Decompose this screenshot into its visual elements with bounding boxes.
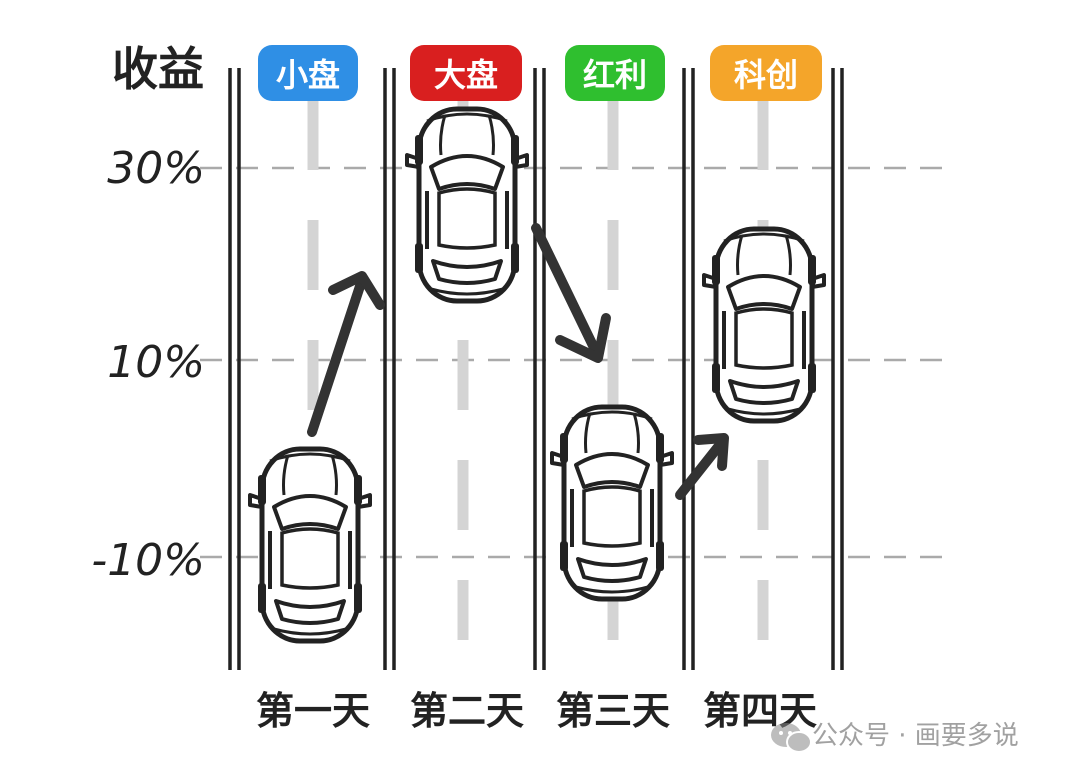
lane-tag-dividend-bg	[565, 45, 665, 101]
lane-borders	[228, 68, 844, 670]
watermark: 公众号 · 画要多说	[771, 721, 1019, 753]
lane-tag-small-cap: 小盘	[258, 45, 358, 101]
tick-label-10: 10%	[107, 337, 205, 388]
lane-tag-star-market-label: 科创	[734, 56, 798, 94]
car-icon-day-1	[250, 449, 370, 641]
y-axis-title: 收益	[112, 42, 204, 96]
arrow-up-icon-day-1-to-2	[307, 271, 385, 437]
arrow-up-icon-day-3-to-4	[675, 433, 729, 500]
car-icon-day-4	[704, 229, 824, 421]
watermark-text: 公众号 · 画要多说	[812, 721, 1019, 751]
lane-tag-dividend-label: 红利	[583, 56, 647, 94]
tick-label-30: 30%	[107, 143, 205, 194]
lane-center-dashes	[307, 100, 769, 640]
lane-tag-dividend: 红利	[565, 45, 665, 101]
tick-label-minus-10: -10%	[91, 535, 205, 586]
day-label-2: 第二天	[410, 689, 524, 733]
trend-arrows	[307, 223, 729, 500]
lane-tag-star-market-bg	[710, 45, 822, 101]
lane-tag-small-cap-bg	[258, 45, 358, 101]
lane-tag-large-cap: 大盘	[410, 45, 522, 101]
lane-tag-star-market: 科创	[710, 45, 822, 101]
lane-tag-large-cap-bg	[410, 45, 522, 101]
day-label-3: 第三天	[556, 689, 670, 733]
wechat-icon	[771, 723, 812, 753]
car-icon-day-3	[552, 407, 672, 599]
day-label-1: 第一天	[256, 689, 370, 733]
car-icon-day-2	[407, 109, 527, 301]
arrow-down-icon-day-2-to-3	[531, 223, 611, 363]
lane-tag-small-cap-label: 小盘	[276, 56, 340, 94]
lane-tag-large-cap-label: 大盘	[434, 56, 498, 94]
day-label-4: 第四天	[703, 689, 817, 733]
